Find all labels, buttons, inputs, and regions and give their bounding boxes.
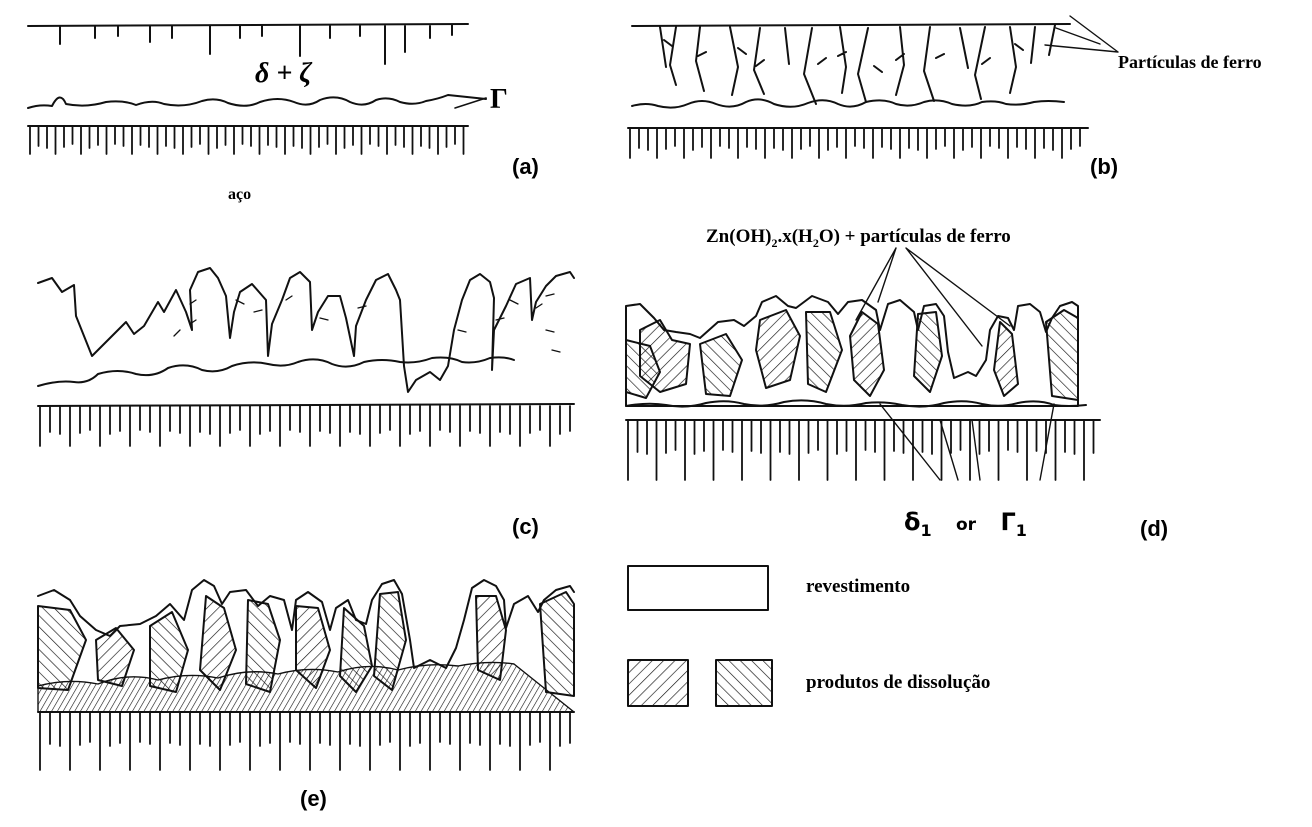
panel-d-or: or [956, 515, 976, 535]
panel-d [626, 248, 1100, 480]
panel-c-steel-ticks [40, 406, 570, 446]
panel-b-dendrite-cracks [660, 25, 1055, 104]
panel-c-interface [38, 357, 514, 386]
panel-b-iron-particles-label: Partículas de ferro [1118, 52, 1262, 73]
legend-coating-swatch [628, 566, 768, 610]
panel-a-phases-label: δ + ζ [255, 58, 312, 90]
panel-b [628, 16, 1118, 158]
panel-d-hydroxide-suffix: O) + partículas de ferro [819, 226, 1011, 247]
panel-a-steel-ticks [30, 126, 464, 154]
panel-e-steel-ticks [40, 712, 570, 770]
legend-coating-label: revestimento [806, 576, 910, 598]
panel-a-gamma-label: Γ [490, 84, 508, 116]
panel-c-label: (c) [512, 514, 539, 540]
panel-d-delta-sub: 1 [921, 521, 932, 540]
panel-d-hydroxide-prefix: Zn(OH) [706, 226, 771, 247]
panel-d-delta: δ [904, 508, 921, 536]
panel-a-label: (a) [512, 154, 539, 180]
panel-d-gamma: Γ [1000, 508, 1015, 536]
panel-a-gamma-interface [28, 95, 486, 108]
legend-dissolution-swatch-forward [628, 660, 688, 706]
panel-b-particle-pointers [1045, 16, 1118, 52]
legend [628, 566, 772, 706]
panel-c-coating-profile [38, 268, 574, 392]
panel-d-label: (d) [1140, 516, 1168, 542]
panel-c-steel-surface [38, 404, 574, 406]
panel-d-steel-ticks [628, 420, 1094, 480]
legend-dissolution-label: produtos de dissolução [806, 672, 990, 694]
panel-d-hydroxide-label: Zn(OH)2.x(H2O) + partículas de ferro [706, 226, 1011, 251]
panel-b-coating-surface [632, 24, 1070, 26]
legend-dissolution-swatch-back [716, 660, 772, 706]
panel-d-gamma-sub: 1 [1016, 521, 1027, 540]
panel-e-label: (e) [300, 786, 327, 812]
panel-a-steel-label: aço [228, 186, 251, 204]
panel-b-steel-ticks [630, 128, 1080, 158]
panel-d-hydroxide-mid: .x(H [777, 226, 812, 247]
panel-e [38, 580, 574, 770]
panel-d-phase-label: δ1 or Γ1 [904, 508, 1027, 540]
panel-b-label: (b) [1090, 154, 1118, 180]
panel-a-coating-surface [28, 24, 468, 26]
panel-c [38, 268, 574, 446]
panel-b-interface [632, 99, 1064, 107]
